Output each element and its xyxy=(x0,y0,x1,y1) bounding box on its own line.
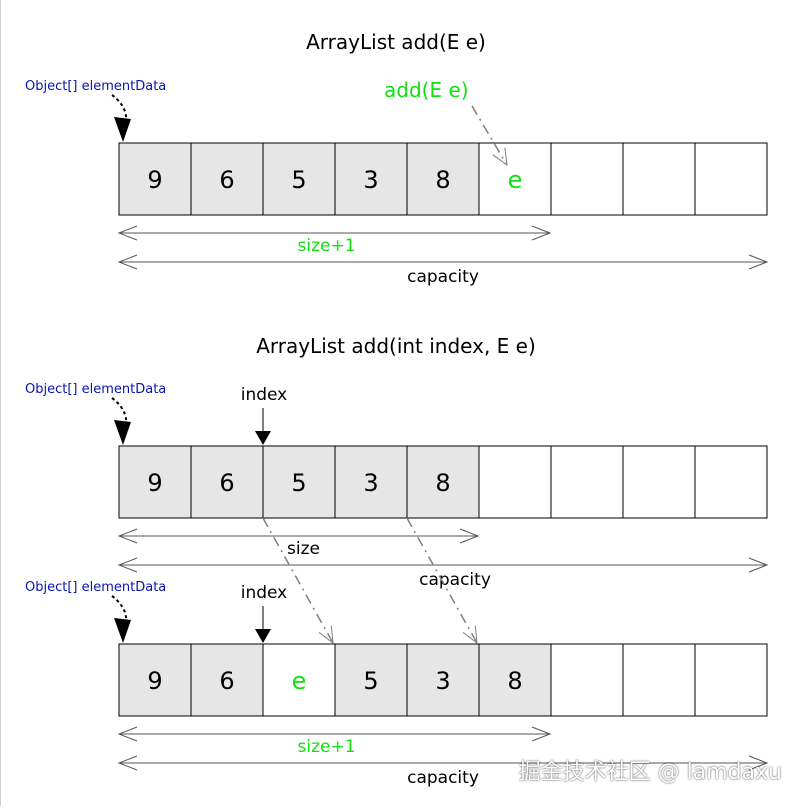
array-cell xyxy=(622,643,696,717)
shift-arrow-0-head xyxy=(318,625,334,645)
pointer-arrowhead-2 xyxy=(114,618,131,643)
size-measure-0-left-head xyxy=(117,225,138,241)
index-label-2: index xyxy=(241,583,288,603)
array-cell-value: 3 xyxy=(435,667,450,695)
capacity-measure-0-right-head xyxy=(748,254,769,270)
array-cell xyxy=(190,142,264,216)
array-cell xyxy=(406,643,480,717)
pointer-arrowhead-0 xyxy=(114,117,131,142)
array-cell-value: 8 xyxy=(507,667,522,695)
array-cell-value: 8 xyxy=(435,166,450,194)
capacity-measure-1-left-head xyxy=(117,557,138,573)
shift-arrow-1-head xyxy=(462,625,478,645)
array-cell xyxy=(262,142,336,216)
array-cell-value: 5 xyxy=(363,667,378,695)
array-cell xyxy=(334,142,408,216)
capacity-measure-2-left-head xyxy=(117,755,138,771)
shift-arrow-1 xyxy=(406,517,478,644)
op-label: add(E e) xyxy=(384,78,469,102)
capacity-measure-0-left-head xyxy=(117,254,138,270)
array-cell xyxy=(478,445,552,519)
size-measure-2-left-head xyxy=(117,726,138,742)
index-label-1: index xyxy=(241,385,288,405)
array-cell xyxy=(262,445,336,519)
array-cell-value: e xyxy=(508,166,523,194)
op-pointer-head xyxy=(492,147,508,167)
array-cell xyxy=(550,142,624,216)
capacity-measure-1-right-head xyxy=(748,557,769,573)
capacity-label-1: capacity xyxy=(419,570,491,590)
array-cell-value: 8 xyxy=(435,469,450,497)
array-cell-value: 6 xyxy=(219,667,234,695)
array-cell-value: 6 xyxy=(219,166,234,194)
capacity-measure-2-right-head xyxy=(748,755,769,771)
array-cell xyxy=(694,142,768,216)
array-cell-value: 3 xyxy=(363,469,378,497)
array-cell-value: e xyxy=(292,667,307,695)
index-arrowhead-2 xyxy=(255,629,271,643)
capacity-label-0: capacity xyxy=(407,267,479,287)
size-measure-0-right-head xyxy=(531,225,552,241)
array-cell xyxy=(694,445,768,519)
array-cell-value: 5 xyxy=(291,469,306,497)
array-cell xyxy=(694,643,768,717)
array-cell xyxy=(550,445,624,519)
capacity-label-2: capacity xyxy=(407,768,479,788)
array-cell-value: 5 xyxy=(291,166,306,194)
pointer-arrowhead-1 xyxy=(114,420,131,445)
size-measure-1-right-head xyxy=(459,528,480,544)
array-cell-value: 9 xyxy=(147,469,162,497)
array-cell xyxy=(406,142,480,216)
section-title-1: ArrayList add(int index, E e) xyxy=(256,334,536,358)
array-cell-value: 6 xyxy=(219,469,234,497)
array-cell xyxy=(334,643,408,717)
size-label-1: size xyxy=(287,539,320,559)
section-title-0: ArrayList add(E e) xyxy=(306,30,486,54)
shift-arrow-0 xyxy=(262,517,334,644)
index-arrowhead-1 xyxy=(255,431,271,445)
array-cell xyxy=(622,445,696,519)
size-label-0: size+1 xyxy=(297,236,355,256)
array-cell xyxy=(550,643,624,717)
watermark: 掘金技术社区 @ lamdaxu xyxy=(518,760,782,785)
size-measure-2-right-head xyxy=(531,726,552,742)
array-cell xyxy=(622,142,696,216)
array-cell xyxy=(406,445,480,519)
left-border xyxy=(0,0,1,806)
array-cell-value: 9 xyxy=(147,667,162,695)
size-label-2: size+1 xyxy=(297,737,355,757)
pointer-label-2: Object[] elementData xyxy=(25,580,166,595)
array-cell xyxy=(478,142,552,216)
pointer-label-1: Object[] elementData xyxy=(25,382,166,397)
array-cell-value: 9 xyxy=(147,166,162,194)
size-measure-1-left-head xyxy=(117,528,138,544)
array-cell xyxy=(478,643,552,717)
array-cell-value: 3 xyxy=(363,166,378,194)
array-cell xyxy=(118,142,192,216)
pointer-label-0: Object[] elementData xyxy=(25,79,166,94)
